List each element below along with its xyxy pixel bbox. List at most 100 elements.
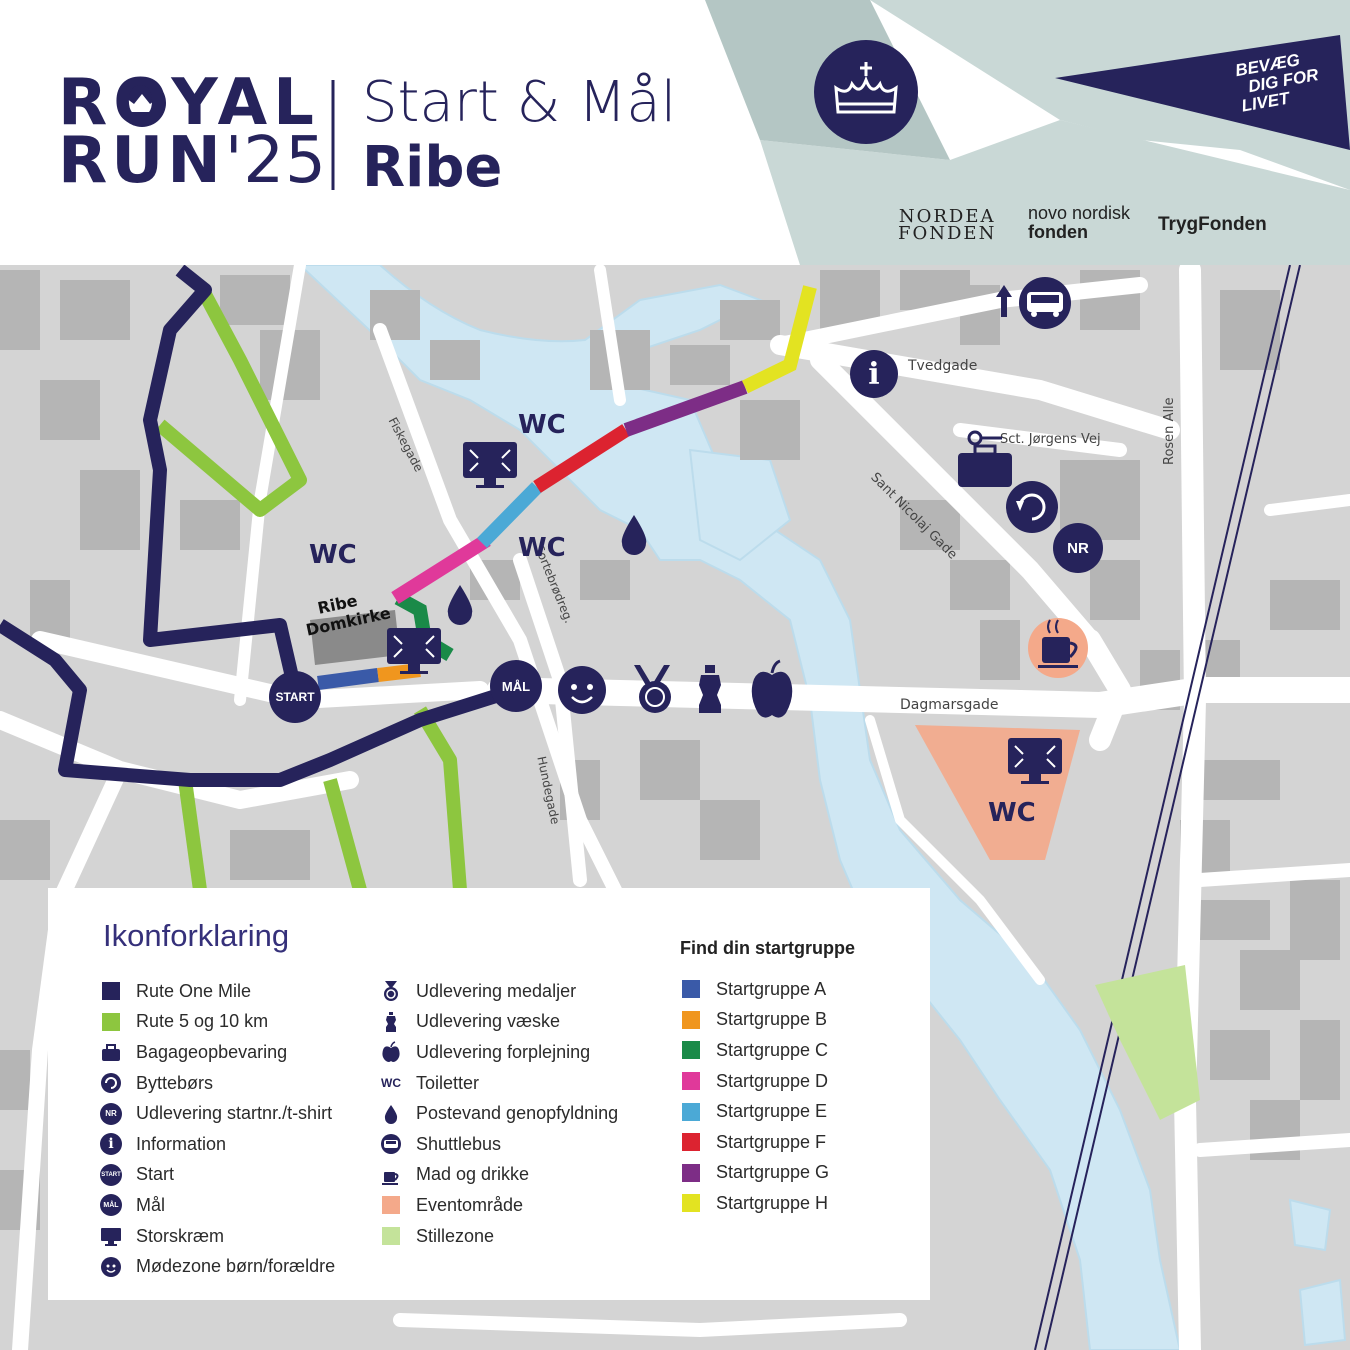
streets [0,265,1350,1350]
square-navy-icon [100,980,122,1002]
info-icon: i [100,1133,122,1156]
river [298,265,1347,1350]
swatch-c [680,1039,702,1061]
crown-icon [834,62,898,114]
legend-item-route-5-10: Rute 5 og 10 km [100,1007,335,1038]
wc-icon: WC [381,1076,401,1091]
info-marker[interactable]: i [850,350,898,398]
segment-e [477,482,542,548]
header: ROYAL RUN'25 Start & Mål Ribe BEVÆG DIG … [0,0,1350,265]
brand-year: '25 [224,124,327,198]
nr-icon: NR [100,1102,122,1125]
goal-icon: MÅL [100,1194,122,1217]
header-shape-bottom [760,120,1350,265]
header-city: Ribe [362,135,503,200]
sponsor-novo: novo nordisk fonden [1028,204,1130,242]
legend-item-event-area: Eventområde [380,1190,618,1221]
start-icon: START [100,1163,122,1186]
route-one-mile [0,265,518,787]
segment-a [317,668,379,690]
brand-royal: ROYAL [58,70,320,136]
swatch-g [680,1162,702,1184]
legend-item-apple: Udlevering forplejning [380,1037,618,1068]
legend-item-coffee: Mad og drikke [380,1160,618,1191]
medal-icon [380,980,402,1002]
food-area [1028,618,1088,678]
swatch-d [680,1070,702,1092]
startgroups-list: Startgruppe A Startgruppe B Startgruppe … [680,974,829,1219]
wc-label-3: WC [518,533,566,563]
startgroup-e: Startgruppe E [680,1096,829,1127]
apple-icon [380,1041,402,1063]
route-5-10km [155,281,467,892]
wc-label-4: WC [988,798,1036,828]
exchange-icon [100,1072,122,1094]
legend-col-1: Rute One Mile Rute 5 og 10 km Bagageopbe… [100,976,335,1282]
swatch-a [680,978,702,1000]
sponsor-nordea-line2: FONDEN [898,223,997,244]
sponsor-novo-line2: fonden [1028,222,1088,242]
legend-item-child: Mødezone børn/forældre [100,1251,335,1282]
header-shape-top [705,0,1350,190]
street-dagmarsgade: Dagmarsgade [900,697,999,713]
square-green-icon [100,1011,122,1033]
railway [1034,265,1301,1350]
wc-label-2: WC [309,540,357,570]
swatch-h [680,1192,702,1214]
buildings [0,270,1340,1230]
startgroup-c: Startgruppe C [680,1035,829,1066]
startgroup-g: Startgruppe G [680,1158,829,1189]
crown-badge [814,40,918,144]
legend-title: Ikonforklaring [103,918,290,953]
coffee-icon [380,1164,402,1186]
screen-icon [100,1225,122,1247]
startgroup-b: Startgruppe B [680,1005,829,1036]
luggage-icon [100,1041,122,1063]
domkirke-building [310,610,400,665]
tagline-banner [1055,35,1350,150]
legend-item-quiet-zone: Stillezone [380,1221,618,1252]
sponsor-tryg: TrygFonden [1158,214,1267,235]
legend-item-drop: Postevand genopfyldning [380,1098,618,1129]
startgroups-title: Find din startgruppe [680,938,855,958]
segment-h [741,285,817,394]
bus-icon [380,1133,402,1155]
brand-royal-text: ROYAL [58,66,320,140]
child-icon [100,1256,122,1278]
segment-b [377,663,421,682]
legend-item-medal: Udlevering medaljer [380,976,618,1007]
brand-crown-shape [126,94,158,112]
quiet-zone [1095,965,1200,1120]
legend-col-2: Udlevering medaljer Udlevering væske Udl… [380,976,618,1251]
legend-panel: Ikonforklaring Rute One Mile Rute 5 og 1… [48,888,930,1300]
startgroup-f: Startgruppe F [680,1127,829,1158]
square-salmon-icon [380,1194,402,1216]
swatch-e [680,1101,702,1123]
swatch-b [680,1009,702,1031]
header-subtitle: Start & Mål [362,70,677,135]
street-sct-jorgens: Sct. Jørgens Vej [1000,432,1101,447]
sponsor-nordea: NORDEA FONDEN [898,208,997,244]
legend-item-screen: Storskræm [100,1221,335,1252]
wc-label-1: WC [518,410,566,440]
goal-marker[interactable]: MÅL [490,660,542,712]
swatch-f [680,1131,702,1153]
startgroup-a: Startgruppe A [680,974,829,1005]
legend-item-bottle: Udlevering væske [380,1007,618,1038]
legend-item-exchange: Byttebørs [100,1068,335,1099]
segment-g [623,380,748,437]
brand-run-text: RUN [58,124,225,198]
square-lightgreen-icon [380,1225,402,1247]
nr-marker[interactable]: NR [1053,523,1103,573]
drop-icon [380,1103,402,1125]
street-tvedgade: Tvedgade [908,358,978,374]
start-marker[interactable]: START [269,671,321,723]
startgroup-d: Startgruppe D [680,1066,829,1097]
legend-item-luggage: Bagageopbevaring [100,1037,335,1068]
brand-run: RUN'25 [58,128,327,194]
